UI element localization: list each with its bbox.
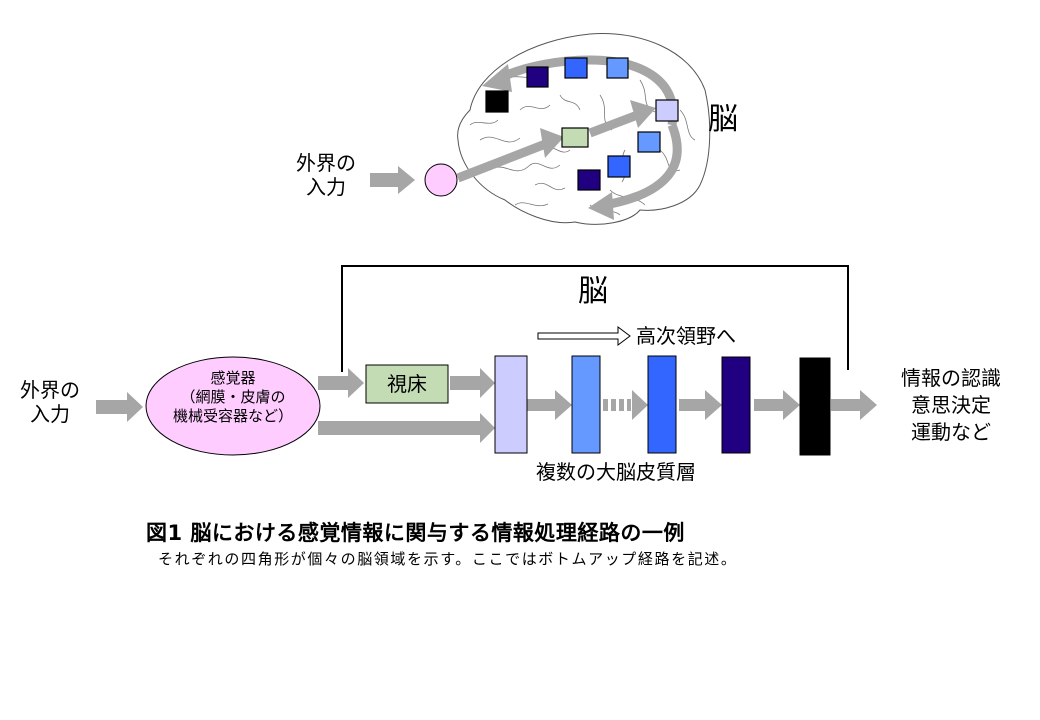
arrowhead-occipital xyxy=(630,100,656,128)
brain-arrowheads xyxy=(482,64,656,220)
cortex-layers xyxy=(494,355,831,456)
dash-segment xyxy=(611,399,616,411)
thalamus-box xyxy=(365,364,449,404)
bottom-input-label-line2: 入力 xyxy=(30,402,70,426)
arrowhead-thalamus xyxy=(540,128,564,158)
sensor-label-line2: （網膜・皮膚の xyxy=(180,388,286,407)
sensor-label-line1: 感覚器 xyxy=(210,369,256,387)
cortex-layer-1 xyxy=(494,355,528,454)
arrow-layer3-to-layer4 xyxy=(679,390,722,420)
arrow-sensor-to-layer1 xyxy=(318,413,495,443)
cortex-layer-5 xyxy=(799,357,831,456)
arrow-input-to-sensor xyxy=(96,392,143,422)
output-label-line2: 意思決定 xyxy=(911,393,991,417)
arrow-thalamus-to-layer1 xyxy=(450,368,495,398)
cortex-layer-4 xyxy=(721,356,751,454)
brain-regions xyxy=(485,57,679,191)
bottom-input-label: 外界の 入力 xyxy=(8,378,92,426)
region-parietal-2 xyxy=(606,57,629,79)
arrowhead-dorsal xyxy=(482,64,512,92)
bottom-brain-label: 脳 xyxy=(578,274,608,309)
top-brain-label: 脳 xyxy=(708,102,738,137)
region-parietal-1 xyxy=(564,57,588,79)
output-label-line1: 情報の認識 xyxy=(901,366,1001,390)
region-frontal xyxy=(526,66,549,88)
sensor-ellipse xyxy=(145,356,321,456)
figure-caption-title: 図1 脳における感覚情報に関与する情報処理経路の一例 xyxy=(146,521,685,545)
region-temporal-2 xyxy=(607,155,631,178)
pathway-ventral xyxy=(604,123,682,210)
output-label: 情報の認識 意思決定 運動など xyxy=(882,365,1020,446)
higher-areas-label: 高次領野へ xyxy=(636,324,736,348)
dash-segment xyxy=(603,399,608,411)
bottom-input-label-line1: 外界の xyxy=(20,378,80,402)
arrow-layer4-to-layer5 xyxy=(754,390,800,420)
cortex-label: 複数の大脳皮質層 xyxy=(536,460,696,484)
pathway-thalamus-to-occipital xyxy=(588,109,642,138)
dash-segment xyxy=(627,399,631,411)
arrow-layer1-to-layer2 xyxy=(527,390,572,420)
bottom-arrows xyxy=(96,368,877,443)
region-occipital xyxy=(655,99,679,122)
output-label-line3: 運動など xyxy=(911,420,991,444)
top-input-label-line1: 外界の xyxy=(296,151,356,175)
top-input-arrow xyxy=(370,166,415,194)
arrowhead-ventral xyxy=(588,192,614,220)
arrow-layer5-to-output xyxy=(831,390,877,420)
thalamus-label: 視床 xyxy=(387,372,427,396)
higher-areas-arrow xyxy=(537,326,631,346)
dash-arrowhead xyxy=(632,390,648,420)
arrow-dashed-layer2-to-layer3 xyxy=(603,390,648,420)
figure-caption-subtitle: それぞれの四角形が個々の脳領域を示す。ここではボトムアップ経路を記述。 xyxy=(158,550,738,568)
region-temporal-3 xyxy=(577,169,601,191)
sensor-label-line3: 機械受容器など） xyxy=(172,407,293,426)
top-input-node xyxy=(424,163,458,197)
region-temporal-1 xyxy=(637,131,661,153)
top-input-label-line2: 入力 xyxy=(306,175,346,199)
region-thalamus xyxy=(561,127,589,148)
region-prefrontal xyxy=(485,90,509,113)
dash-segment xyxy=(619,399,624,411)
top-input-label: 外界の 入力 xyxy=(286,151,366,199)
sensor-label: 感覚器 （網膜・皮膚の 機械受容器など） xyxy=(146,369,320,426)
arrow-sensor-to-thalamus xyxy=(318,368,364,398)
pathway-input-to-thalamus xyxy=(456,138,550,183)
brain-sulci xyxy=(469,73,696,216)
cortex-layer-3 xyxy=(647,355,677,454)
cortex-layer-2 xyxy=(571,355,601,454)
brain-bracket xyxy=(341,265,849,372)
